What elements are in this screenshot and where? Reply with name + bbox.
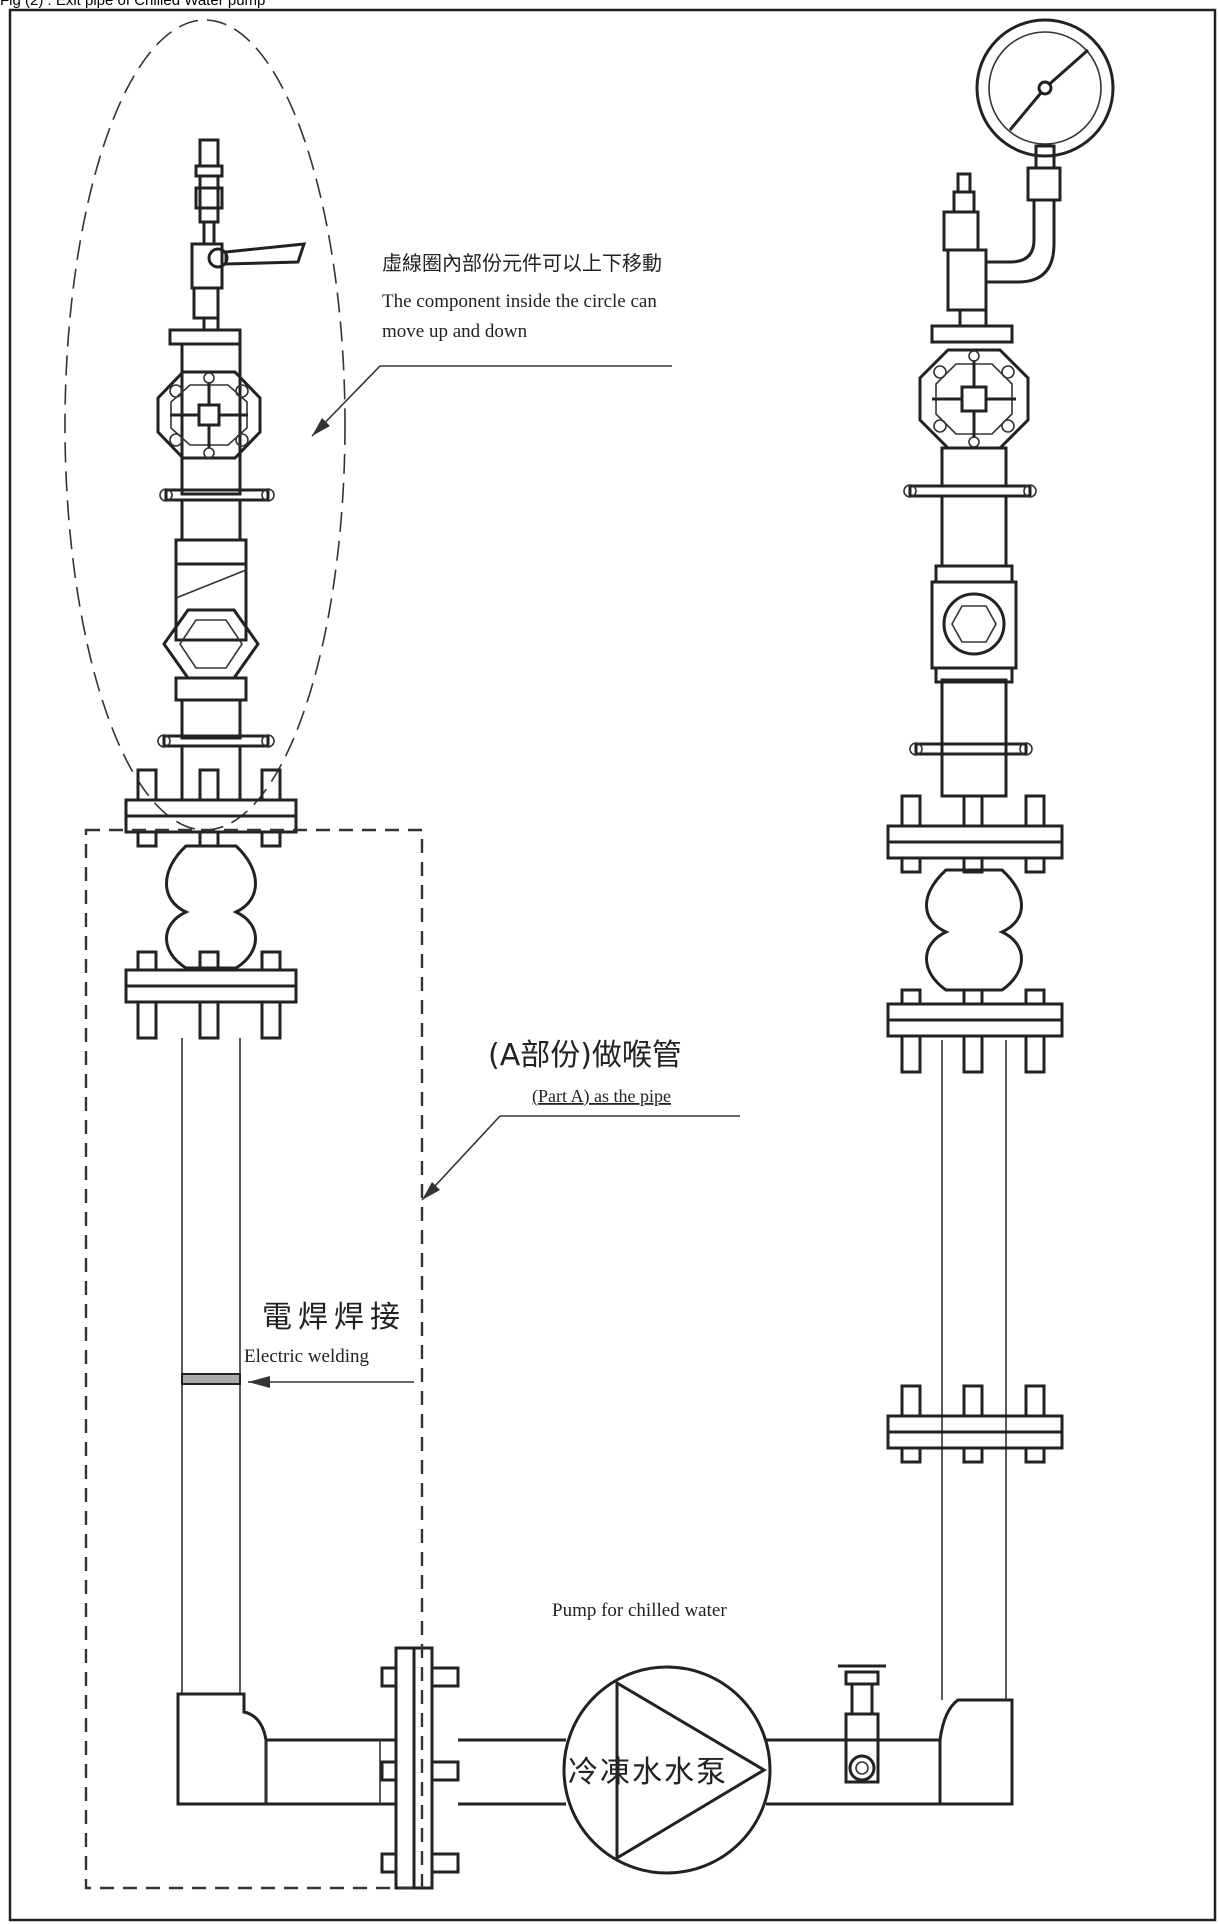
diagram-border — [8, 8, 1217, 1922]
parta-leader-line — [421, 1115, 740, 1201]
pump-inlet-pipe — [458, 1738, 566, 1806]
pressure-gauge — [975, 18, 1115, 158]
right-handwheel — [918, 348, 1030, 450]
drain-fitting — [194, 138, 224, 246]
suction-pipe — [266, 1738, 396, 1806]
left-flange-lower — [124, 950, 298, 1040]
figure-caption: Fig (2) : Exit pipe of Chilled Water pum… — [0, 0, 266, 9]
right-expansion-joint — [925, 868, 1023, 992]
left-elbow — [176, 1692, 268, 1806]
right-flange-lower — [886, 988, 1064, 1074]
weld-label-en: Electric welding — [244, 1346, 370, 1367]
right-check-valve — [930, 564, 1018, 684]
left-strainer — [162, 538, 260, 702]
parta-label-en: (Part A) as the pipe — [532, 1086, 671, 1107]
drain-ball-valve — [190, 242, 307, 332]
discharge-valve — [838, 1664, 886, 1784]
left-handwheel — [156, 370, 262, 460]
pump-label-en: Pump for chilled water — [552, 1600, 727, 1621]
right-flange-upper — [886, 794, 1064, 874]
weld-leader-line — [248, 1376, 414, 1388]
weld-label-zh: 電焊焊接 — [262, 1300, 406, 1335]
parta-label-zh: (A部份)做喉管 — [488, 1038, 682, 1073]
left-union — [168, 328, 242, 346]
movable-label-en-2: move up and down — [382, 321, 528, 342]
movable-label-en-1: The component inside the circle can — [382, 291, 657, 312]
weld-mark — [181, 1373, 241, 1385]
movable-label-zh: 虛線圈內部份元件可以上下移動 — [382, 251, 662, 275]
right-pipe-clamp-2 — [909, 742, 1033, 756]
left-flange-upper — [124, 768, 298, 848]
pump-discharge-pipe — [766, 1738, 940, 1806]
movable-leader-line — [311, 365, 672, 437]
pump-suction-flange — [380, 1646, 460, 1890]
right-elbow — [938, 1698, 1014, 1806]
right-flange-bottom — [886, 1384, 1064, 1464]
right-riser-pipe — [941, 1040, 1007, 1700]
left-expansion-joint — [165, 844, 257, 970]
gauge-siphon — [986, 144, 1062, 284]
pump-symbol — [562, 1665, 772, 1875]
gauge-cock — [942, 172, 988, 312]
pump-label-zh: 冷凍水水泵 — [568, 1755, 728, 1790]
left-riser-pipe — [181, 1038, 241, 1694]
part-a-dashed-box — [84, 828, 424, 1890]
right-union — [930, 324, 1014, 344]
